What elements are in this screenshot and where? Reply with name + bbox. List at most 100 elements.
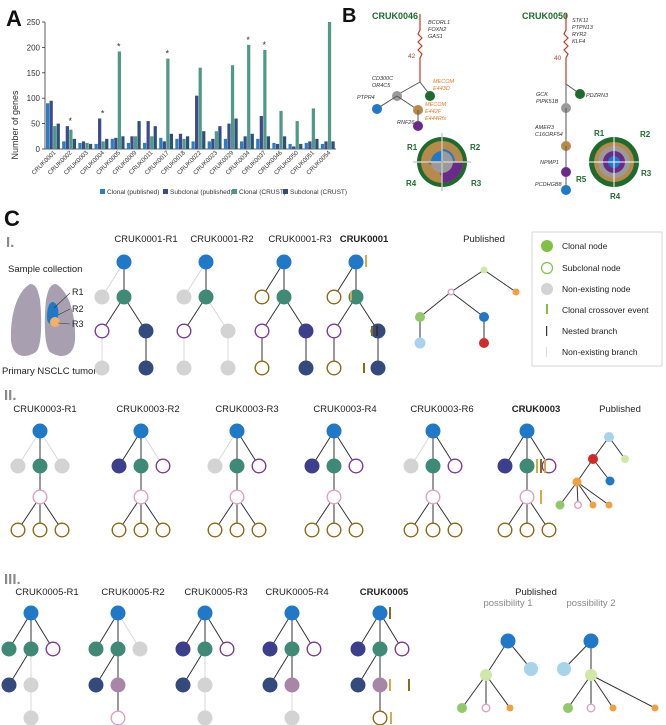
row-iii-label: III.: [4, 571, 21, 588]
bar-cruk0029-s0: [223, 138, 228, 149]
tree-node-subclonal: [447, 288, 455, 296]
lung-illustration: [10, 284, 76, 356]
tree-node-subclonal: [519, 489, 535, 505]
tumor-label: Primary NSCLC tumor: [2, 366, 97, 377]
tree-title: CRUK0001-R3: [268, 234, 331, 245]
tree-title: CRUK0003-R4: [313, 404, 376, 415]
gene-gck: GCK: [536, 92, 548, 98]
tree-node-clonal: [457, 703, 467, 713]
tree-node-clonal: [32, 458, 48, 474]
tree-cruk0046-title: CRUK0046: [372, 11, 418, 21]
gene-gas1: GAS1: [428, 34, 443, 40]
tree-node-clonal: [506, 704, 514, 712]
significance-asterisk: *: [101, 109, 105, 119]
tree-node-clonal: [110, 605, 126, 621]
tree-node-clonal: [133, 423, 149, 439]
tree-node-subclonal: [110, 710, 126, 725]
bar-cruk0005-s0: [110, 138, 114, 149]
bar-cruk0005-s1: [114, 137, 118, 149]
chart-legend: Clonal (published) Subclonal (published)…: [100, 189, 347, 196]
tree-node-clonal: [1, 641, 17, 657]
bar-cruk0037-s0: [256, 138, 260, 149]
tree-node-clonal: [555, 500, 565, 510]
tree-node-clonal: [23, 605, 39, 621]
tree-node-subclonal: [10, 522, 26, 538]
tree-node-clonal: [1, 677, 17, 693]
tree-node-subclonal: [425, 522, 441, 538]
tree-node-nonexisting: [94, 289, 110, 305]
bar-cruk0017-s1: [162, 141, 166, 149]
legend-label-subclonal-crust: Subclonal (CRUST): [290, 189, 347, 196]
bar-cruk0051-s0: [304, 142, 308, 149]
tree-node-clonal: [500, 633, 516, 649]
significance-asterisk: *: [117, 41, 121, 51]
sample-collection-label: Sample collection: [8, 264, 82, 275]
panel-b: B CRUK0046 BCORL1 FOXN2 GAS1 42 CD300C O…: [342, 5, 652, 201]
legend-item: Nested branch: [562, 326, 618, 336]
branch-event-bar: [544, 459, 546, 473]
legend-label-clonal-published: Clonal (published): [107, 189, 159, 196]
tree-title-combined: CRUK0005: [360, 587, 409, 598]
tree-node-subclonal: [425, 489, 441, 505]
region-r2: R2: [470, 143, 481, 152]
bar-cruk0009-s2: [133, 136, 138, 149]
bar-cruk0001-s0: [46, 103, 50, 149]
tree-node-subclonal: [254, 323, 270, 339]
branch-event-bar: [376, 326, 378, 336]
gene-pcdhgb8: PCDHGB8: [535, 182, 563, 188]
tree-node-clonal: [585, 669, 597, 681]
tree-edge: [419, 291, 452, 318]
nested-bar-icon: [546, 326, 548, 336]
significance-asterisk: *: [262, 40, 266, 50]
tree-node-clonal: [284, 641, 300, 657]
tree-node-clonal: [197, 641, 213, 657]
possibility-1-label: possibility 1: [483, 598, 532, 609]
bar-cruk0023-s1: [211, 138, 215, 149]
gene-c16orf54: C16ORF54: [535, 132, 563, 138]
tree-node-subclonal: [304, 522, 320, 538]
y-tick-label: 150: [27, 69, 41, 78]
tree-node-clonal: [479, 338, 489, 348]
subclonal-node-icon: [540, 261, 554, 275]
bar-cruk0023-s0: [207, 141, 211, 149]
tree-title-combined: CRUK0001: [340, 234, 389, 245]
tree-node-subclonal: [497, 522, 513, 538]
region-r1-label: R1: [72, 287, 84, 297]
tree-edge: [590, 674, 656, 709]
tree-edge: [559, 481, 578, 506]
tree-node-nonexisting: [94, 360, 110, 376]
tree-node-subclonal: [306, 641, 322, 657]
tree-node-clonal: [348, 254, 364, 270]
gene-mecom-e442f-name: MECOM: [425, 102, 447, 108]
significance-asterisk: *: [68, 116, 72, 126]
tree-node-clonal: [326, 458, 342, 474]
row-ii-label: II.: [4, 387, 17, 404]
tree-title: CRUK0001-R1: [114, 234, 177, 245]
tree-node-clonal: [425, 458, 441, 474]
tree-node-subclonal: [229, 489, 245, 505]
tree-node-nonexisting: [176, 289, 192, 305]
tree-node-subclonal: [251, 522, 267, 538]
region-r3: R3: [471, 179, 482, 188]
published-title: Published: [599, 404, 641, 415]
gene-pipk51b: PIPK51B: [536, 99, 559, 105]
tree-cruk0046: CRUK0046 BCORL1 FOXN2 GAS1 42 CD300C OR4…: [357, 11, 482, 191]
tree-node-subclonal: [326, 360, 342, 376]
tree-edge: [483, 269, 517, 293]
gene-mecom-e444rfs-variant: E444Rfs: [425, 116, 446, 122]
tree-node-clonal: [110, 641, 126, 657]
gene-pdzrn3: PDZRN3: [586, 93, 609, 99]
tree-node-clonal: [175, 641, 191, 657]
bar-cruk0004-s1: [98, 118, 102, 149]
tree-node-nonexisting: [207, 458, 223, 474]
tree-node-subclonal: [403, 522, 419, 538]
tree-node-clonal: [198, 254, 214, 270]
tree-node-clonal: [589, 501, 597, 509]
gene-ptpn13: PTPN13: [572, 25, 594, 31]
tree-node-clonal: [370, 360, 386, 376]
bar-cruk0018-s1: [178, 133, 183, 149]
tree-node-clonal: [229, 423, 245, 439]
gene-mecom-e443d-name: MECOM: [433, 79, 455, 85]
tree-node-subclonal: [586, 703, 596, 713]
